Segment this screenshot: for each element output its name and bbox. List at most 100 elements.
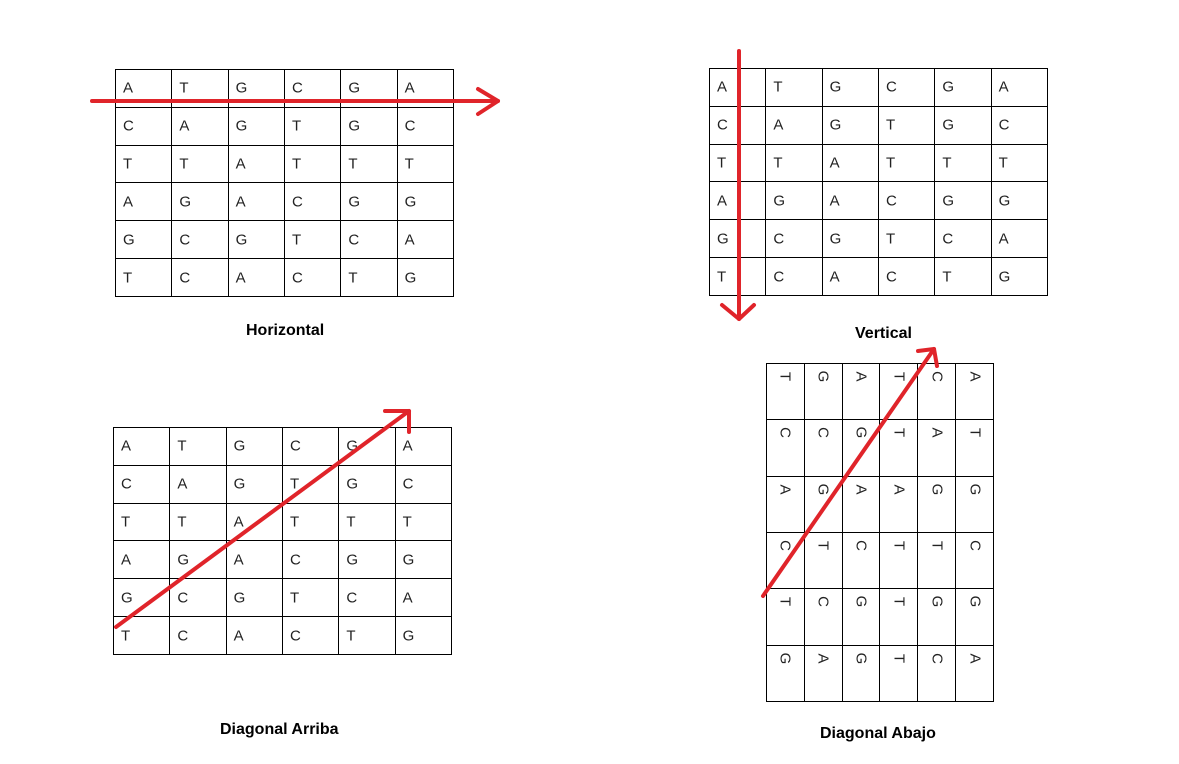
- cell-letter: T: [179, 155, 189, 173]
- grid-cell: C: [804, 589, 843, 646]
- cell-letter: C: [404, 117, 416, 135]
- grid-cell: A: [226, 541, 283, 580]
- cell-letter: T: [776, 371, 794, 382]
- grid-cell: T: [172, 70, 229, 108]
- cell-letter: T: [402, 513, 412, 531]
- cell-letter: G: [998, 192, 1011, 210]
- cell-letter: C: [289, 627, 301, 645]
- cell-letter: T: [890, 371, 908, 382]
- grid-cell: G: [935, 69, 992, 107]
- grid-cell: A: [172, 107, 229, 146]
- grid-cell: T: [170, 503, 227, 542]
- cell-letter: G: [123, 231, 135, 249]
- cell-letter: T: [346, 513, 356, 531]
- grid-cell: G: [341, 70, 398, 108]
- cell-letter: A: [123, 79, 134, 97]
- grid-cell: A: [842, 364, 881, 421]
- cell-letter: C: [291, 79, 303, 97]
- grid-cell: C: [282, 617, 340, 655]
- grid-cell: G: [804, 364, 843, 421]
- cell-letter: T: [998, 154, 1008, 172]
- cell-letter: G: [829, 78, 842, 96]
- cell-letter: T: [890, 653, 908, 663]
- cell-letter: G: [402, 551, 415, 569]
- grid-cell: C: [341, 221, 398, 260]
- grid-cell: A: [397, 221, 454, 260]
- grid-cell: G: [226, 428, 283, 466]
- cell-letter: A: [235, 155, 246, 173]
- grid-cell: T: [956, 420, 994, 477]
- cell-letter: A: [998, 230, 1009, 248]
- grid-cell: A: [918, 420, 957, 477]
- cell-letter: C: [852, 540, 870, 551]
- grid-cell: C: [991, 106, 1048, 145]
- cell-letter: A: [233, 513, 244, 531]
- cell-letter: T: [289, 475, 300, 493]
- cell-letter: T: [346, 627, 356, 645]
- cell-letter: A: [814, 653, 832, 664]
- grid-cell: G: [842, 645, 881, 702]
- grid-cell: G: [767, 645, 805, 702]
- grid-cell: C: [116, 107, 173, 146]
- cell-letter: T: [348, 155, 358, 173]
- grid-cell: G: [935, 106, 992, 145]
- grid-cell: G: [228, 221, 285, 260]
- grid-cell: C: [284, 183, 342, 222]
- cell-letter: T: [177, 513, 187, 531]
- cell-letter: A: [852, 484, 870, 495]
- grid-cell: A: [395, 428, 452, 466]
- caption-vertical: Vertical: [855, 325, 912, 342]
- grid-cell: C: [878, 182, 936, 221]
- grid-cell: T: [282, 503, 340, 542]
- grid-cell: A: [116, 183, 173, 222]
- grid-cell: C: [842, 532, 881, 590]
- grid-cell: T: [116, 259, 173, 297]
- grid-cell: A: [767, 476, 805, 533]
- grid-cell: T: [114, 617, 171, 655]
- grid-cell: G: [228, 107, 285, 146]
- grid-cell: C: [282, 541, 340, 580]
- grid-cell: G: [918, 476, 957, 533]
- grid-cell: C: [284, 259, 342, 297]
- grid-cell: A: [822, 258, 879, 296]
- cell-letter: C: [289, 551, 301, 569]
- grid-cell: C: [339, 579, 396, 618]
- cell-letter: A: [852, 371, 870, 382]
- grid-cell: G: [341, 107, 398, 146]
- grid-cell: A: [842, 476, 881, 533]
- cell-letter: C: [885, 78, 897, 96]
- cell-letter: G: [852, 426, 870, 439]
- cell-letter: G: [829, 230, 842, 248]
- cell-letter: A: [966, 371, 984, 382]
- grid-cell: T: [284, 145, 342, 184]
- grid-cell: G: [822, 220, 879, 259]
- grid-cell: C: [767, 420, 805, 477]
- cell-letter: C: [814, 427, 832, 439]
- grid-cell: G: [822, 106, 879, 145]
- cell-letter: G: [348, 79, 360, 97]
- grid-cell: A: [228, 183, 285, 222]
- grid-cell: T: [918, 532, 957, 590]
- grid-cell: G: [991, 182, 1048, 221]
- cell-letter: T: [179, 79, 189, 97]
- cell-letter: C: [814, 596, 832, 608]
- grid-cell: A: [228, 259, 285, 297]
- cell-letter: T: [928, 540, 946, 551]
- cell-letter: T: [121, 627, 131, 645]
- cell-letter: A: [179, 117, 190, 135]
- cell-letter: G: [942, 78, 954, 96]
- cell-letter: C: [776, 540, 794, 551]
- grid-cell: T: [880, 589, 919, 646]
- grid-cell: T: [880, 532, 919, 590]
- grid-cell: C: [395, 465, 452, 504]
- grid-cell: C: [878, 69, 936, 107]
- cell-letter: A: [717, 192, 728, 210]
- grid-cell: A: [956, 364, 994, 421]
- cell-letter: T: [885, 116, 896, 134]
- cell-letter: C: [177, 589, 189, 607]
- grid-cell: C: [172, 259, 229, 297]
- cell-letter: A: [928, 427, 946, 438]
- cell-letter: G: [776, 652, 794, 664]
- cell-letter: T: [717, 268, 727, 286]
